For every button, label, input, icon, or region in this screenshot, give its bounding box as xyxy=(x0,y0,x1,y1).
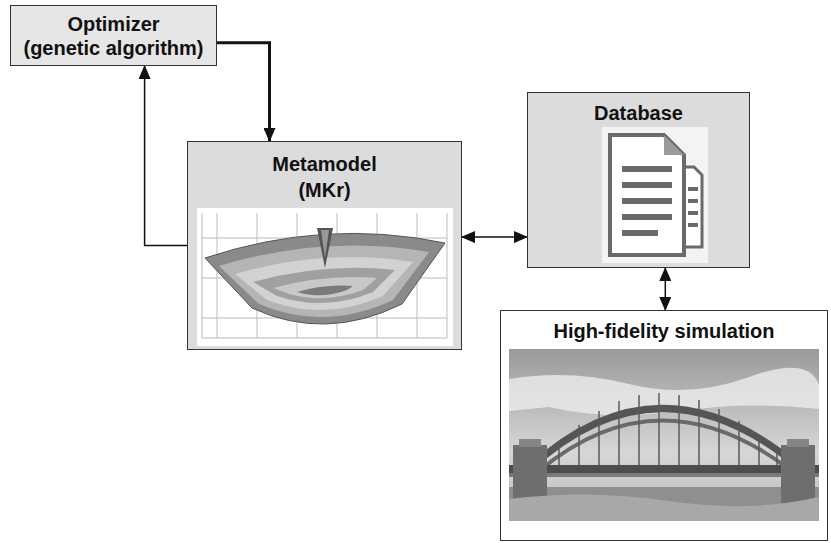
node-title: High-fidelity simulation xyxy=(501,319,827,343)
node-title: Metamodel xyxy=(188,152,461,176)
node-title: Optimizer xyxy=(11,12,216,36)
surface-plot xyxy=(197,208,453,346)
flow-arrow xyxy=(217,43,270,141)
bridge-picture xyxy=(509,349,819,521)
simulation-box: High-fidelity simulation xyxy=(500,310,828,541)
database-box: Database xyxy=(527,92,750,268)
metamodel-box: Metamodel(MKr) xyxy=(187,141,462,350)
flow-arrow xyxy=(462,236,527,238)
optimizer-box: Optimizer(genetic algorithm) xyxy=(10,5,217,66)
node-subtitle: (genetic algorithm) xyxy=(11,36,216,60)
flow-arrow xyxy=(665,268,667,310)
flow-arrow xyxy=(145,66,187,246)
document-icon xyxy=(602,127,708,263)
node-title: Database xyxy=(528,101,749,125)
node-subtitle: (MKr) xyxy=(188,178,461,202)
